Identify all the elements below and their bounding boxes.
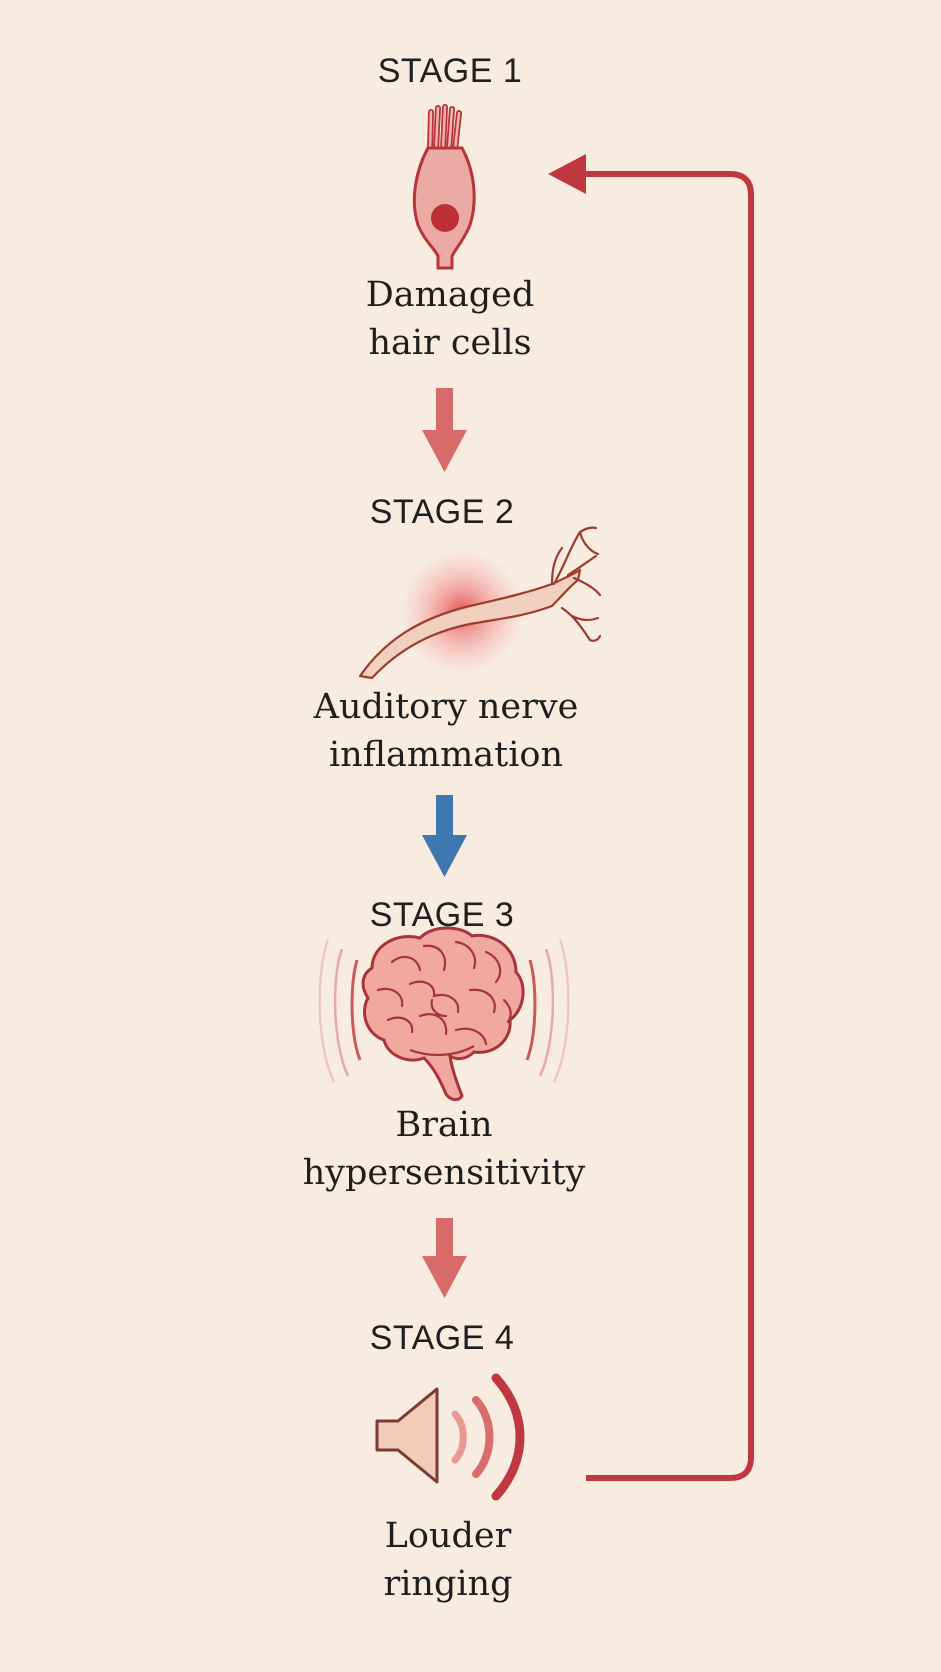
connector-arrow-3-4 bbox=[422, 1218, 467, 1298]
stage-4-label: STAGE 4 bbox=[369, 1319, 515, 1357]
hair-cell-icon bbox=[412, 104, 476, 270]
stage-2-caption-line-1: Auditory nerve bbox=[313, 687, 579, 727]
stage-2-label: STAGE 2 bbox=[369, 493, 515, 531]
stage-1-caption-line-1: Damaged bbox=[365, 275, 535, 315]
stage-3-label: STAGE 3 bbox=[369, 896, 515, 934]
stage-2-caption-line-2: inflammation bbox=[328, 735, 564, 775]
stage-1-caption: Damaged hair cells bbox=[240, 271, 660, 367]
feedback-loop-arrow bbox=[548, 154, 754, 1481]
nerve-inflammation-icon bbox=[358, 526, 602, 680]
speaker-ringing-icon bbox=[375, 1373, 525, 1501]
connector-arrow-2-3 bbox=[422, 795, 467, 877]
stage-4-caption: Louder ringing bbox=[238, 1512, 658, 1608]
stage-4-caption-line-2: ringing bbox=[383, 1564, 513, 1604]
connector-arrow-1-2 bbox=[422, 388, 467, 472]
stage-3-caption: Brain hypersensitivity bbox=[234, 1101, 654, 1197]
stage-1-caption-line-2: hair cells bbox=[368, 323, 532, 363]
stage-2-caption: Auditory nerve inflammation bbox=[236, 683, 656, 779]
brain-icon bbox=[318, 926, 570, 1102]
stage-1-label: STAGE 1 bbox=[377, 52, 523, 90]
stage-3-caption-line-2: hypersensitivity bbox=[302, 1153, 586, 1193]
stage-4-caption-line-1: Louder bbox=[384, 1516, 512, 1556]
stage-3-caption-line-1: Brain bbox=[395, 1105, 493, 1145]
